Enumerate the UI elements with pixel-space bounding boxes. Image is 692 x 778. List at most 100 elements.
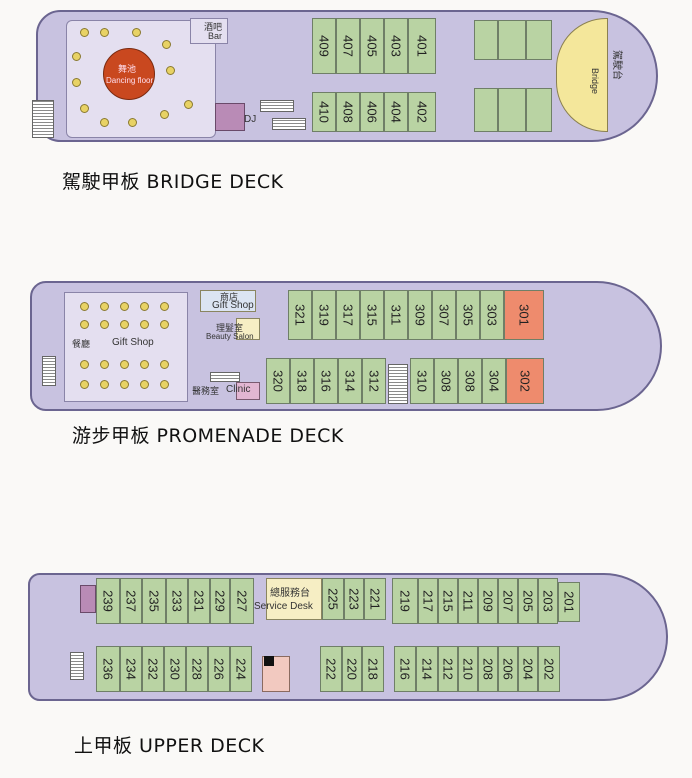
- table: [80, 302, 89, 311]
- cabin-410[interactable]: 410: [312, 92, 336, 132]
- cabin-225[interactable]: 225: [322, 578, 344, 620]
- cabin-310[interactable]: 310: [410, 358, 434, 404]
- cabin-202[interactable]: 202: [538, 646, 560, 692]
- cabin-234[interactable]: 234: [120, 646, 142, 692]
- stairs[interactable]: [210, 372, 240, 382]
- cabin-206[interactable]: 206: [498, 646, 518, 692]
- cabin-216[interactable]: 216: [394, 646, 416, 692]
- table: [140, 320, 149, 329]
- cabin-315[interactable]: 315: [360, 290, 384, 340]
- table: [100, 118, 109, 127]
- gift-shop[interactable]: [200, 290, 256, 312]
- cabin-319[interactable]: 319: [312, 290, 336, 340]
- cabin-316[interactable]: 316: [314, 358, 338, 404]
- cabin-301[interactable]: 301: [504, 290, 544, 340]
- cabin-312[interactable]: 312: [362, 358, 386, 404]
- cabin-228[interactable]: 228: [186, 646, 208, 692]
- cabin-314[interactable]: 314: [338, 358, 362, 404]
- cabin-402[interactable]: 402: [408, 92, 436, 132]
- cabin-201[interactable]: 201: [558, 582, 580, 622]
- cabin-222[interactable]: 222: [320, 646, 342, 692]
- clinic[interactable]: [236, 382, 260, 400]
- bar-label-cn: 酒吧: [204, 22, 223, 32]
- stairs[interactable]: [70, 652, 84, 680]
- table: [184, 100, 193, 109]
- stairs[interactable]: [272, 118, 306, 130]
- service-desk-label-en: Service Desk: [254, 601, 313, 612]
- table: [100, 380, 109, 389]
- cabin-203[interactable]: 203: [538, 578, 558, 624]
- cabin-226[interactable]: 226: [208, 646, 230, 692]
- cabin-239[interactable]: 239: [96, 578, 120, 624]
- table: [80, 380, 89, 389]
- cabin-302[interactable]: 302: [506, 358, 544, 404]
- cabin-237[interactable]: 237: [120, 578, 142, 624]
- cabin-233[interactable]: 233: [166, 578, 188, 624]
- cabin-232[interactable]: 232: [142, 646, 164, 692]
- cabin-317[interactable]: 317: [336, 290, 360, 340]
- cabin-405[interactable]: 405: [360, 18, 384, 74]
- cabin-311[interactable]: 311: [384, 290, 408, 340]
- cabin-218[interactable]: 218: [362, 646, 384, 692]
- cabin-305[interactable]: 305: [456, 290, 480, 340]
- cabin-406[interactable]: 406: [360, 92, 384, 132]
- table: [140, 302, 149, 311]
- cabin-303[interactable]: 303: [480, 290, 504, 340]
- table: [72, 78, 81, 87]
- cabin-204[interactable]: 204: [518, 646, 538, 692]
- cabin-409[interactable]: 409: [312, 18, 336, 74]
- cabin-214[interactable]: 214: [416, 646, 438, 692]
- table: [160, 380, 169, 389]
- cabin-308[interactable]: 308: [434, 358, 458, 404]
- stairs[interactable]: [42, 356, 56, 386]
- dj-booth[interactable]: [215, 103, 245, 131]
- cabin-209[interactable]: 209: [478, 578, 498, 624]
- cabin-401[interactable]: 401: [408, 18, 436, 74]
- cabin-224[interactable]: 224: [230, 646, 252, 692]
- cabin-221[interactable]: 221: [364, 578, 386, 620]
- cabin-404[interactable]: 404: [384, 92, 408, 132]
- table: [100, 302, 109, 311]
- table: [128, 118, 137, 127]
- cabin-318[interactable]: 318: [290, 358, 314, 404]
- table: [140, 380, 149, 389]
- crew-cabin: [526, 20, 552, 60]
- cabin-212[interactable]: 212: [438, 646, 458, 692]
- table: [132, 28, 141, 37]
- cabin-304[interactable]: 304: [482, 358, 506, 404]
- beauty-salon[interactable]: [236, 318, 260, 340]
- cabin-309[interactable]: 309: [408, 290, 432, 340]
- stairs[interactable]: [32, 100, 54, 138]
- cabin-236[interactable]: 236: [96, 646, 120, 692]
- cabin-217[interactable]: 217: [418, 578, 438, 624]
- cabin-208[interactable]: 208: [478, 646, 498, 692]
- cabin-230[interactable]: 230: [164, 646, 186, 692]
- stern-room: [80, 585, 96, 613]
- cabin-220[interactable]: 220: [342, 646, 362, 692]
- cabin-320[interactable]: 320: [266, 358, 290, 404]
- cabin-231[interactable]: 231: [188, 578, 210, 624]
- cabin-229[interactable]: 229: [210, 578, 230, 624]
- cabin-307[interactable]: 307: [432, 290, 456, 340]
- cabin-407[interactable]: 407: [336, 18, 360, 74]
- cabin-403[interactable]: 403: [384, 18, 408, 74]
- cabin-408[interactable]: 408: [336, 92, 360, 132]
- cabin-210[interactable]: 210: [458, 646, 478, 692]
- bar-counter[interactable]: [190, 18, 228, 44]
- cabin-227[interactable]: 227: [230, 578, 254, 624]
- service-desk[interactable]: [266, 578, 322, 620]
- cabin-321[interactable]: 321: [288, 290, 312, 340]
- cabin-235[interactable]: 235: [142, 578, 166, 624]
- cabin-215[interactable]: 215: [438, 578, 458, 624]
- stairs[interactable]: [260, 100, 294, 112]
- bridge-deck-title: 駕駛甲板 BRIDGE DECK: [62, 171, 284, 193]
- cabin-219[interactable]: 219: [392, 578, 418, 624]
- cabin-308-b[interactable]: 308: [458, 358, 482, 404]
- dance-floor[interactable]: [103, 48, 155, 100]
- stairs[interactable]: [388, 364, 408, 404]
- crew-cabin: [474, 20, 498, 60]
- cabin-223[interactable]: 223: [344, 578, 364, 620]
- cabin-205[interactable]: 205: [518, 578, 538, 624]
- cabin-207[interactable]: 207: [498, 578, 518, 624]
- cabin-211[interactable]: 211: [458, 578, 478, 624]
